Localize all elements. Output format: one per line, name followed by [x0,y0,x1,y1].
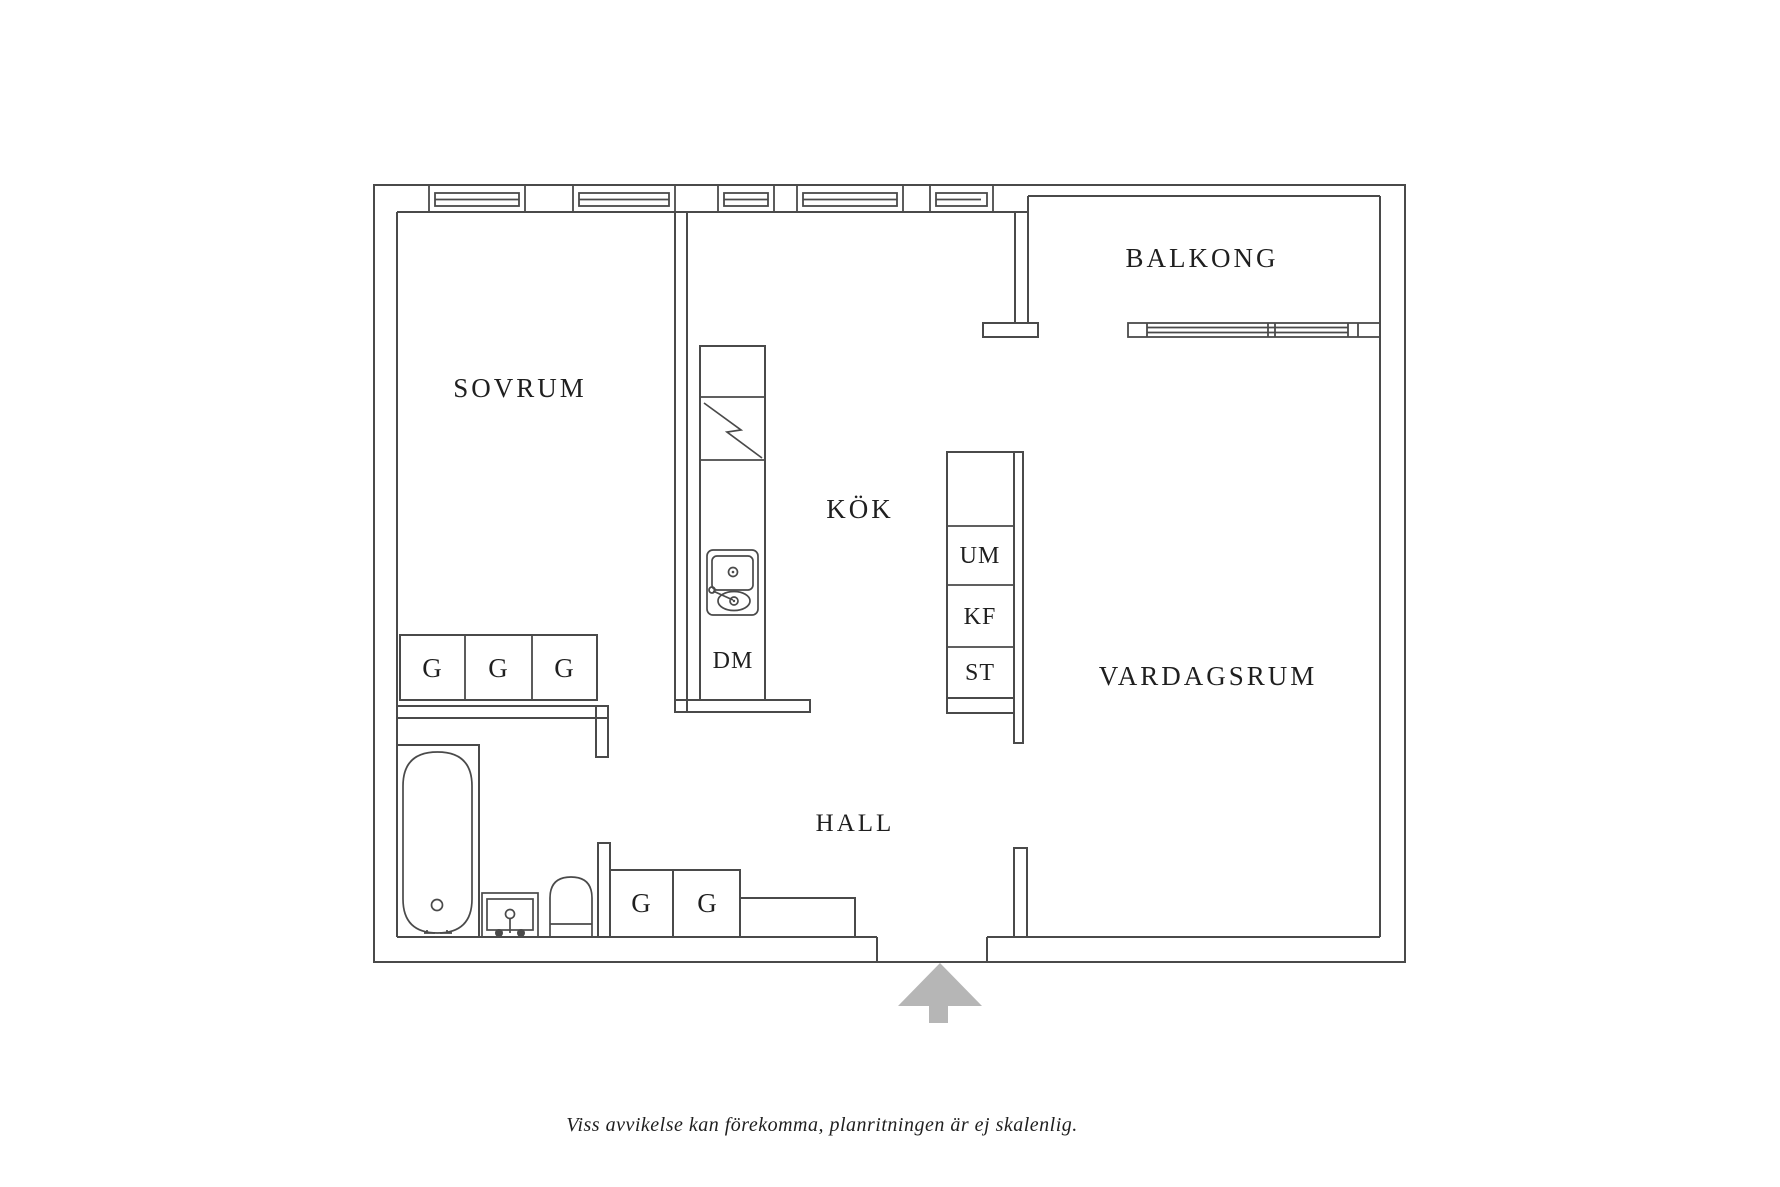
balcony-door-icon [1127,322,1381,338]
wardrobe-label: G [697,888,717,918]
toilet-icon [549,876,593,937]
window-icon [428,184,526,213]
bedroom-kitchen-wall [674,211,688,713]
outer-walls [373,184,1406,963]
window-icon [796,184,904,213]
window-icon [572,184,676,213]
appliance-label-kf: KF [964,604,997,630]
wardrobe-label: G [631,888,651,918]
room-label-bedroom: SOVRUM [453,373,587,403]
inner-wall-boundary [396,195,1381,962]
disclaimer-text: Viss avvikelse kan förekomma, planritnin… [566,1114,1078,1136]
room-label-living-room: VARDAGSRUM [1099,661,1318,691]
bathroom-door-jamb-bottom [597,842,611,938]
bathtub-enclosure [397,744,480,937]
bedroom-wardrobes [399,634,598,701]
wardrobe-label: G [554,653,574,683]
kitchen-sink-icon [706,549,759,616]
kitchen-livingroom-wall [1013,451,1024,744]
bathroom-door-jamb-top [595,705,609,758]
window-row [428,184,994,213]
room-label-balcony: BALKONG [1126,243,1279,273]
hall-livingroom-wall [1013,847,1028,938]
window-icon [717,184,775,213]
bathroom-sink-icon [481,892,539,938]
kitchen-counter [699,345,766,701]
kitchen-balcony-wall-foot [982,322,1039,338]
hall-bench [739,897,856,938]
room-label-hall: HALL [816,810,895,837]
kitchen-wall-foot [674,699,811,713]
kitchen-balcony-wall [1014,211,1029,324]
bathroom-top-wall [396,705,609,719]
bathroom [397,744,593,938]
bathtub-icon [402,751,473,934]
outer-wall-boundary [373,184,1406,963]
wardrobe-label: G [488,653,508,683]
wardrobe-label: G [422,653,442,683]
window-icon [929,184,994,213]
interior-walls [396,211,1039,938]
appliance-label-um: UM [960,543,1001,569]
room-label-kitchen: KÖK [826,494,894,524]
appliance-column [946,451,1015,714]
hall-wardrobes [609,869,856,938]
counter-break-icon [703,402,763,459]
appliance-label-st: ST [965,660,995,686]
appliance-label-dm: DM [713,648,754,674]
entrance-arrow-icon [898,963,982,1023]
